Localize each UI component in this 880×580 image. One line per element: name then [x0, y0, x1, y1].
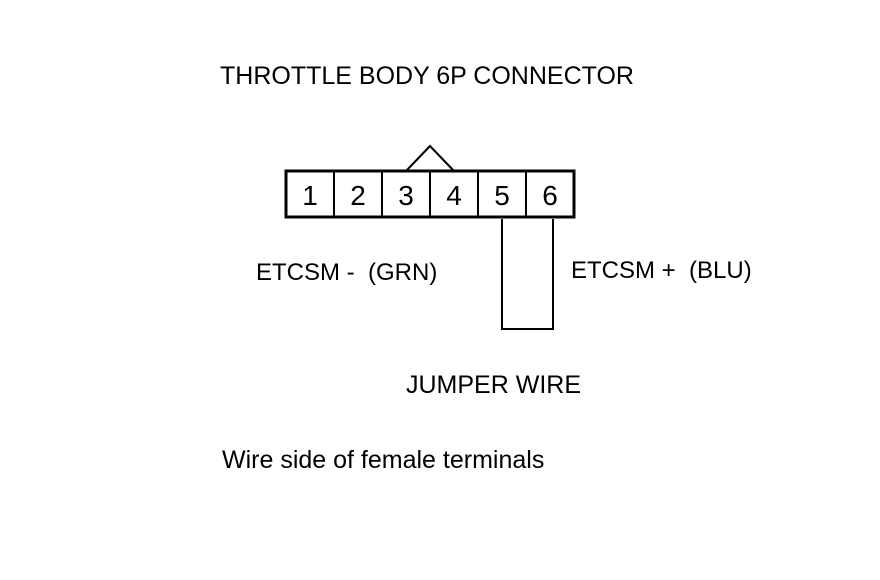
terminal-6: 6 — [542, 180, 558, 211]
connector-latch-tab — [406, 144, 454, 171]
label-etcsm-minus: ETCSM - (GRN) — [256, 259, 437, 286]
terminal-3: 3 — [398, 180, 414, 211]
connector-body: 1 2 3 4 5 6 — [284, 144, 576, 219]
label-wire-side-note: Wire side of female terminals — [222, 446, 544, 474]
terminal-4: 4 — [446, 180, 462, 211]
diagram-title: THROTTLE BODY 6P CONNECTOR — [220, 62, 634, 90]
jumper-wire — [501, 219, 554, 330]
terminal-5: 5 — [494, 180, 510, 211]
label-jumper-wire: JUMPER WIRE — [406, 371, 581, 399]
label-etcsm-plus: ETCSM + (BLU) — [571, 257, 752, 284]
terminal-2: 2 — [350, 180, 366, 211]
terminal-1: 1 — [302, 180, 318, 211]
